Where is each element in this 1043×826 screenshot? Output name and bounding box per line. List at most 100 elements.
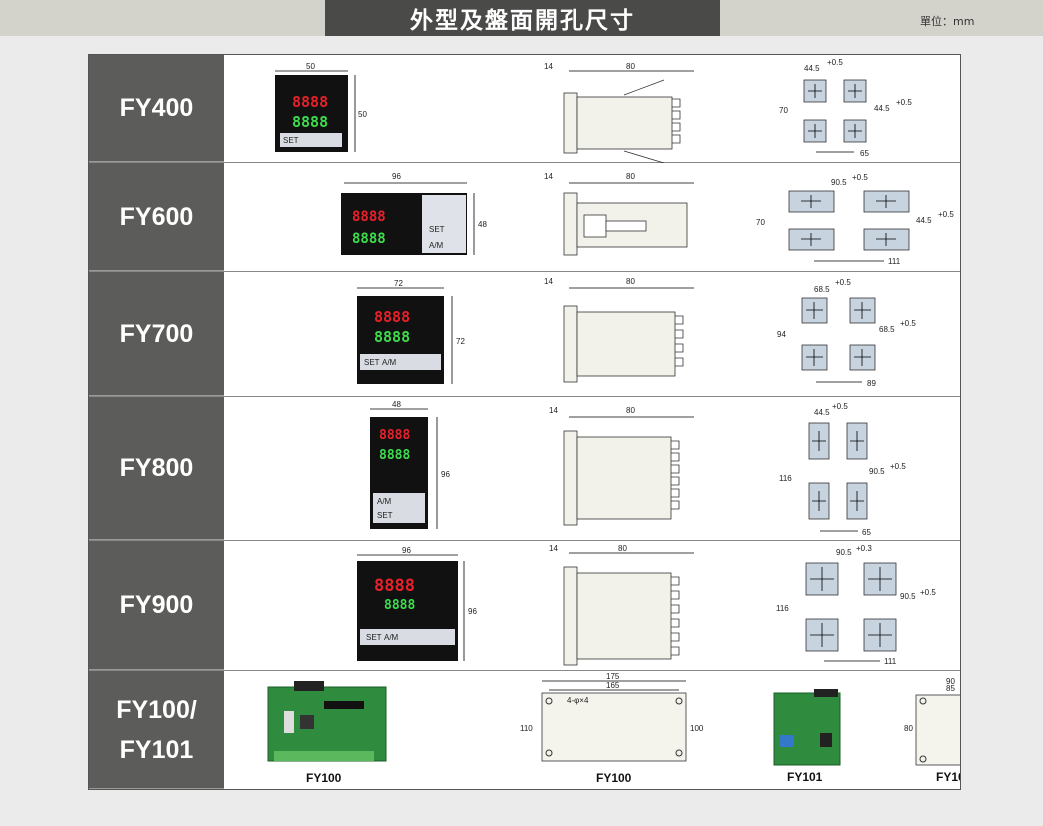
unit-label: 單位：mm: [920, 15, 975, 28]
svg-text:116: 116: [779, 474, 792, 483]
table-row: FY900 96 8888 8888 SET A/M 96 14 80: [89, 541, 960, 671]
svg-text:+0.5: +0.5: [920, 588, 936, 597]
side-view: 14 80: [544, 172, 694, 256]
svg-text:44.5: 44.5: [874, 104, 890, 113]
panel-cutout: 90.5 +0.3 116 90.5 +0.5 111: [776, 544, 936, 666]
panel-cutout: 68.5 +0.5 94 68.5 +0.5 89: [777, 278, 916, 388]
svg-text:FY100: FY100: [596, 771, 632, 785]
side-view: 14 80: [544, 277, 694, 383]
svg-text:80: 80: [626, 172, 635, 181]
svg-text:44.5: 44.5: [804, 64, 820, 73]
svg-text:FY101: FY101: [787, 770, 823, 784]
svg-text:8888: 8888: [374, 576, 415, 596]
svg-text:90: 90: [946, 677, 955, 686]
svg-text:4-φ×4: 4-φ×4: [567, 696, 589, 705]
svg-text:SET: SET: [377, 511, 393, 520]
svg-text:48: 48: [478, 220, 487, 229]
svg-text:+0.5: +0.5: [827, 58, 843, 67]
svg-text:68.5: 68.5: [814, 285, 830, 294]
side-view: 14 80: [549, 544, 694, 666]
page-title: 外型及盤面開孔尺寸: [325, 0, 720, 36]
svg-text:FY100: FY100: [306, 771, 342, 785]
side-view: 14 80: [549, 406, 694, 526]
front-view: 96 8888 8888 SET A/M 48: [341, 172, 487, 255]
svg-text:65: 65: [860, 149, 869, 158]
svg-text:100: 100: [690, 724, 704, 733]
svg-text:96: 96: [468, 607, 477, 616]
fy101-board: FY101: [773, 689, 841, 784]
svg-text:14: 14: [544, 172, 553, 181]
svg-text:96: 96: [441, 470, 450, 479]
svg-text:14: 14: [549, 406, 558, 415]
front-view: 72 8888 8888 SET A/M 72: [357, 279, 465, 384]
front-view: 96 8888 8888 SET A/M 96: [357, 546, 477, 661]
svg-text:80: 80: [626, 277, 635, 286]
svg-text:80: 80: [618, 544, 627, 553]
fy400-drawings: 50 8888 8888 SET 50 14 80: [275, 58, 912, 163]
svg-text:A/M: A/M: [377, 497, 392, 506]
svg-text:8888: 8888: [384, 598, 415, 613]
svg-text:70: 70: [779, 106, 788, 115]
svg-text:90.5: 90.5: [869, 467, 885, 476]
svg-text:90.5: 90.5: [900, 592, 916, 601]
table-row: FY800 48 8888 8888 A/M SET 96 14 80: [89, 397, 960, 541]
svg-text:80: 80: [626, 406, 635, 415]
svg-text:A/M: A/M: [382, 358, 397, 367]
model-label: FY800: [89, 397, 224, 540]
table-row: FY400 50 8888 8888 SET 50 14 80: [89, 55, 960, 163]
svg-text:165: 165: [606, 681, 620, 690]
dimension-table: FY400 50 8888 8888 SET 50 14 80: [88, 54, 961, 790]
svg-text:+0.5: +0.5: [900, 319, 916, 328]
svg-text:94: 94: [777, 330, 786, 339]
svg-text:44.5: 44.5: [814, 408, 830, 417]
svg-text:+0.3: +0.3: [856, 544, 872, 553]
model-line1: FY100/: [116, 695, 197, 724]
model-label: FY900: [89, 541, 224, 670]
svg-text:90.5: 90.5: [831, 178, 847, 187]
svg-text:8888: 8888: [352, 231, 386, 247]
svg-text:96: 96: [392, 172, 401, 181]
svg-text:+0.5: +0.5: [852, 173, 868, 182]
svg-text:14: 14: [544, 277, 553, 286]
fy700-drawings: 72 8888 8888 SET A/M 72 14 80 68.5 +0: [357, 277, 916, 388]
svg-text:80: 80: [626, 62, 635, 71]
fy800-drawings: 48 8888 8888 A/M SET 96 14 80 44.5 +0: [370, 400, 906, 537]
svg-text:116: 116: [776, 604, 789, 613]
front-view: 48 8888 8888 A/M SET 96: [370, 400, 450, 529]
fy100-plan: 175 165 4-φ×4 110 100 FY100: [520, 672, 704, 785]
svg-text:96: 96: [402, 546, 411, 555]
svg-text:8888: 8888: [379, 428, 410, 443]
model-label: FY100/ FY101: [89, 671, 224, 789]
svg-text:14: 14: [549, 544, 558, 553]
model-label: FY400: [89, 55, 224, 162]
svg-text:111: 111: [884, 657, 897, 666]
svg-text:72: 72: [456, 337, 465, 346]
svg-text:A/M: A/M: [429, 241, 444, 250]
svg-text:8888: 8888: [374, 328, 410, 346]
svg-text:+0.5: +0.5: [890, 462, 906, 471]
svg-text:SET: SET: [366, 633, 382, 642]
svg-text:8888: 8888: [374, 308, 410, 326]
front-view: 50 8888 8888 SET 50: [275, 62, 367, 152]
svg-text:111: 111: [888, 257, 901, 266]
svg-text:+0.5: +0.5: [832, 402, 848, 411]
header-bar: 外型及盤面開孔尺寸 單位：mm: [0, 0, 1043, 36]
svg-text:FY101: FY101: [936, 770, 960, 784]
svg-text:72: 72: [394, 279, 403, 288]
side-view: 14 80: [544, 62, 694, 163]
svg-text:175: 175: [606, 672, 620, 681]
svg-text:65: 65: [862, 528, 871, 537]
panel-cutout: 44.5 +0.5 116 90.5 +0.5 65: [779, 402, 906, 537]
fy100-board: FY100: [267, 681, 387, 785]
svg-text:SET: SET: [364, 358, 380, 367]
panel-cutout: 90.5 +0.5 70 44.5 +0.5 111: [756, 173, 954, 266]
svg-text:SET: SET: [283, 136, 299, 145]
svg-text:A/M: A/M: [384, 633, 399, 642]
svg-text:48: 48: [392, 400, 401, 409]
svg-text:44.5: 44.5: [916, 216, 932, 225]
table-row: FY700 72 8888 8888 SET A/M 72 14 80: [89, 272, 960, 397]
model-line2: FY101: [119, 735, 194, 764]
panel-cutout: 44.5 +0.5 70 44.5 +0.5 65: [779, 58, 912, 158]
svg-text:89: 89: [867, 379, 876, 388]
svg-text:110: 110: [520, 724, 533, 733]
